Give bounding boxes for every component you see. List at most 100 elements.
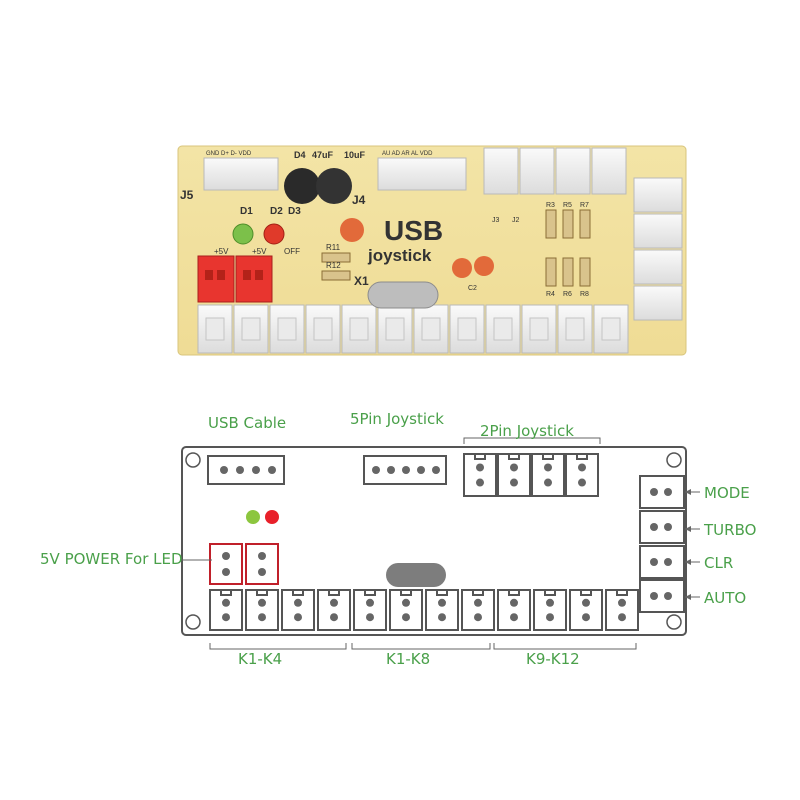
button-connectors <box>209 589 639 631</box>
orange-capacitor-3 <box>474 256 494 276</box>
right-connectors <box>633 177 683 321</box>
label-k9-k12: K9-K12 <box>526 650 580 668</box>
bottom-connectors-photo <box>197 304 629 354</box>
photo-button-connector-7 <box>413 304 449 354</box>
button-connector-10 <box>533 589 567 631</box>
orange-capacitor <box>340 218 364 242</box>
label-clr: CLR <box>704 554 733 572</box>
power-connector-2 <box>235 255 273 303</box>
silk-r12: R12 <box>326 261 341 270</box>
photo-button-connector-5 <box>341 304 377 354</box>
silk-j4-pins: AU AD AR AL VDD <box>382 151 433 157</box>
callout-arrows <box>685 489 691 600</box>
mount-hole-tr <box>666 452 682 468</box>
silk-d4: D4 <box>294 150 306 160</box>
board-title: USB <box>384 215 443 246</box>
board-subtitle: joystick <box>367 246 432 265</box>
joystick-2pin-4 <box>565 453 599 497</box>
photo-button-connector-11 <box>557 304 593 354</box>
silk-d1: D1 <box>240 206 253 217</box>
photo-button-connector-12 <box>593 304 629 354</box>
function-connector-4 <box>639 579 685 613</box>
red-led <box>265 510 279 524</box>
function-connectors <box>639 475 685 613</box>
label-usb-cable: USB Cable <box>208 414 286 432</box>
function-connector-3 <box>639 545 685 579</box>
button-connector-11 <box>569 589 603 631</box>
power-led-connectors <box>209 543 279 585</box>
silk-r3: R3 <box>546 202 555 209</box>
label-mode: MODE <box>704 484 750 502</box>
function-connector-2 <box>639 510 685 544</box>
photo-button-connector-9 <box>485 304 521 354</box>
top-2pin-connectors <box>483 147 627 195</box>
button-connector-8 <box>461 589 495 631</box>
silk-r6: R6 <box>563 291 572 298</box>
button-connector-9 <box>497 589 531 631</box>
joystick-2pin-2 <box>497 453 531 497</box>
silk-j4: J4 <box>352 193 366 207</box>
photo-button-connector-1 <box>197 304 233 354</box>
crystal-x1 <box>367 281 439 309</box>
crystal <box>386 563 446 587</box>
button-connector-7 <box>425 589 459 631</box>
pcb-photo: USB joystick J5 J4 X1 D1 D2 D3 D4 47uF 1… <box>177 145 687 356</box>
silk-d3: D3 <box>288 206 301 217</box>
button-connector-4 <box>317 589 351 631</box>
photo-button-connector-4 <box>305 304 341 354</box>
button-connector-5 <box>353 589 387 631</box>
power-connector-1 <box>197 255 235 303</box>
silk-j3: J3 <box>492 217 500 224</box>
label-5v-power-led: 5V POWER For LED <box>40 550 183 568</box>
joystick-2pin-3 <box>531 453 565 497</box>
silk-5v-right: +5V <box>252 247 267 256</box>
label-k1-k8: K1-K8 <box>386 650 430 668</box>
silk-c2: C2 <box>468 285 477 292</box>
mount-hole-br <box>666 614 682 630</box>
photo-button-connector-2 <box>233 304 269 354</box>
j4-connector <box>377 157 467 191</box>
joystick-5pin-connector <box>363 455 447 485</box>
j5-connector <box>203 157 279 191</box>
button-connector-2 <box>245 589 279 631</box>
green-led <box>246 510 260 524</box>
silk-j5: J5 <box>180 188 194 202</box>
label-auto: AUTO <box>704 589 746 607</box>
joystick-2pin-1 <box>463 453 497 497</box>
silk-47uf: 47uF <box>312 150 334 160</box>
silk-r8: R8 <box>580 291 589 298</box>
silk-r11: R11 <box>326 243 341 252</box>
silk-j2: J2 <box>512 217 520 224</box>
green-led-photo <box>232 223 254 245</box>
button-connector-1 <box>209 589 243 631</box>
label-turbo: TURBO <box>703 521 756 539</box>
silk-r5: R5 <box>563 202 572 209</box>
silk-r7: R7 <box>580 202 589 209</box>
button-connector-12 <box>605 589 639 631</box>
silk-j5-pins: GND D+ D- VDD <box>206 151 252 157</box>
silk-x1: X1 <box>354 274 369 288</box>
silk-r4: R4 <box>546 291 555 298</box>
photo-button-connector-10 <box>521 304 557 354</box>
joystick-2pin-connectors <box>463 453 599 497</box>
capacitor-10uf <box>316 168 352 204</box>
mount-hole-bl <box>185 614 201 630</box>
resistors <box>321 209 591 287</box>
photo-button-connector-6 <box>377 304 413 354</box>
silk-5v-left: +5V <box>214 247 229 256</box>
mount-hole-tl <box>185 452 201 468</box>
silk-10uf: 10uF <box>344 150 366 160</box>
callout-lines <box>182 437 700 650</box>
pcb-diagram: USB Cable 5Pin Joystick 2Pin Joystick 5V… <box>40 410 756 668</box>
photo-button-connector-8 <box>449 304 485 354</box>
usb-cable-connector <box>207 455 285 485</box>
label-k1-k4: K1-K4 <box>238 650 282 668</box>
label-2pin-joystick: 2Pin Joystick <box>480 422 574 440</box>
silk-off: OFF <box>284 247 300 256</box>
photo-button-connector-3 <box>269 304 305 354</box>
orange-capacitor-2 <box>452 258 472 278</box>
function-connector-1 <box>639 475 685 509</box>
red-led-photo <box>263 223 285 245</box>
button-connector-6 <box>389 589 423 631</box>
